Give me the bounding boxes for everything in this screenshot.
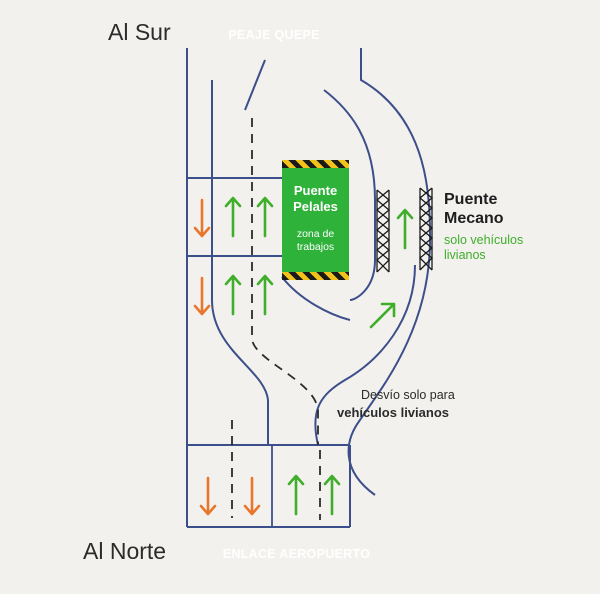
lane-arrow-north-middle-1: [224, 274, 242, 316]
detour-label-line1: Desvío solo para: [361, 388, 455, 402]
mecano-title: Puente Mecano: [444, 191, 504, 227]
interchange-label: ENLACE AEROPUERTO: [222, 547, 371, 561]
road-edge-left-curve: [211, 80, 269, 445]
toll-label: PEAJE QUEPE: [228, 28, 320, 42]
north-direction-label: Al Norte: [83, 538, 167, 564]
mecano-subtitle: solo vehículos livianos: [444, 233, 524, 262]
pelales-hatch-bottom: [282, 272, 349, 280]
lane-arrow-south-lower-2: [243, 476, 261, 516]
toll-banner: PEAJE QUEPE: [187, 22, 361, 48]
lane-arrow-north-middle-2: [256, 274, 274, 316]
road-edge-right-inner: [323, 89, 376, 301]
detour-ramp-edge: [314, 264, 416, 446]
mecano-lane-arrow: [396, 208, 414, 250]
detour-label-line2: vehículos livianos: [337, 405, 449, 420]
road-edge-pelales-south: [281, 276, 351, 321]
detour-ramp-arrow: [369, 302, 396, 329]
mecano-bridge-truss-right: [418, 187, 434, 271]
interchange-banner: ENLACE AEROPUERTO: [187, 541, 406, 567]
lane-arrow-south-upper: [193, 198, 211, 238]
road-edge-top-slant: [244, 59, 266, 111]
lane-arrow-north-lower-1: [287, 474, 305, 516]
lane-arrow-north-upper-1: [224, 196, 242, 238]
pelales-bridge-box: [282, 164, 349, 277]
pelales-title: Puente Pelales: [293, 183, 338, 214]
pelales-hatch-top: [282, 160, 349, 168]
pelales-subtitle: zona de trabajos: [296, 228, 335, 253]
mecano-bridge-truss-left: [375, 189, 391, 273]
lane-arrow-south-middle: [193, 276, 211, 316]
south-direction-label: Al Sur: [108, 19, 171, 45]
lane-arrow-north-lower-2: [323, 474, 341, 516]
lane-arrow-north-upper-2: [256, 196, 274, 238]
road-edge-right-outer: [347, 48, 432, 496]
lane-arrow-south-lower-1: [199, 476, 217, 516]
